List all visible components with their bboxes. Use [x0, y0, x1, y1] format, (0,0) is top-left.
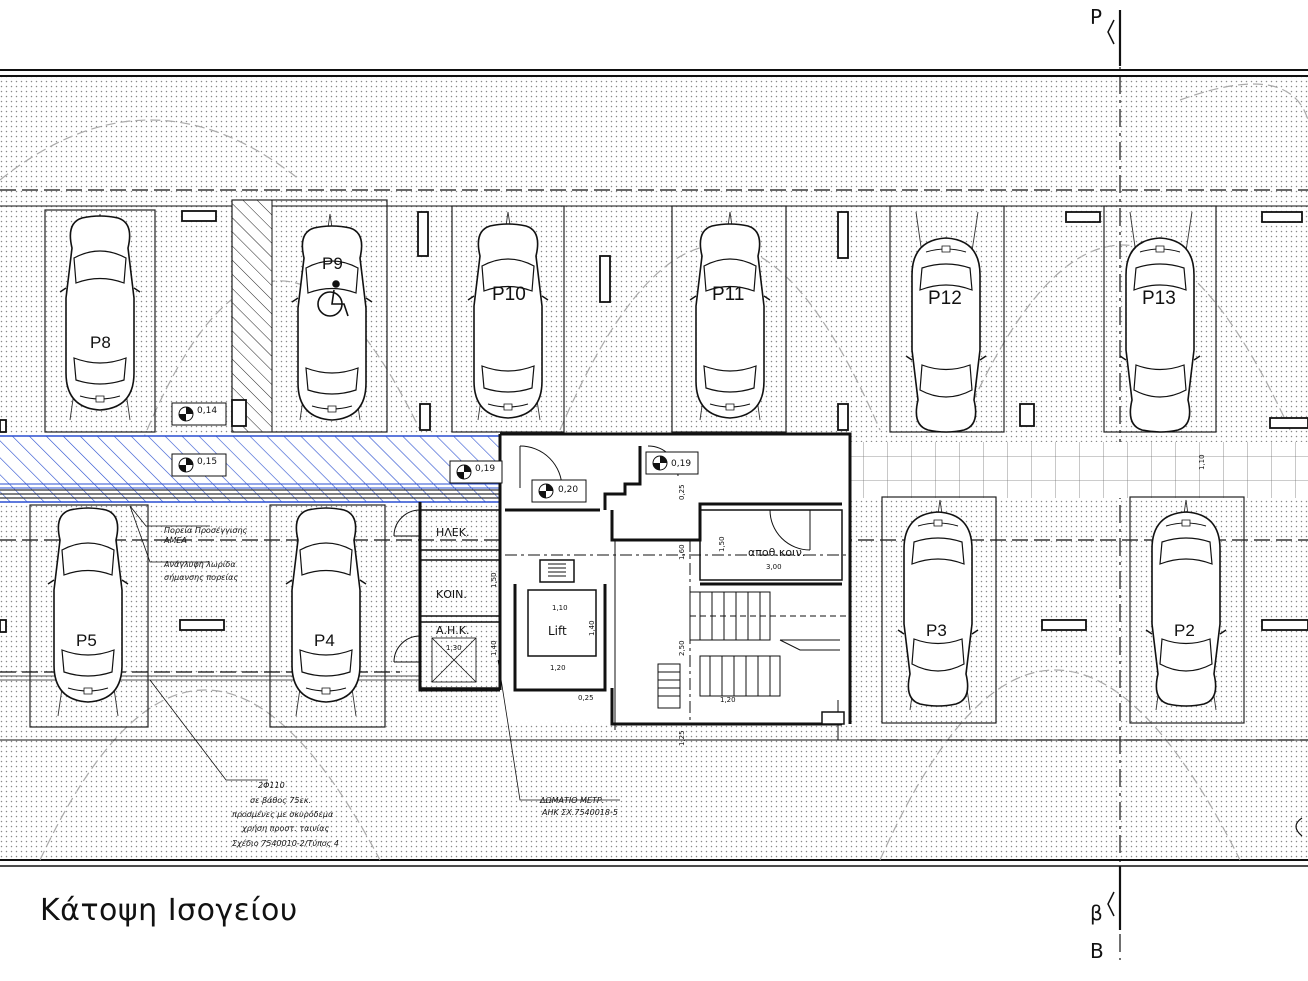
pipe-note-3: προσμένες με σκυρόδεμα — [232, 809, 334, 819]
route-note-2: ΑΜΕΑ — [163, 536, 187, 545]
dim: 1,50 — [490, 572, 498, 588]
room-label-elec: ΗΛΕΚ. — [436, 526, 469, 539]
dim: 1,10 — [1198, 454, 1206, 470]
level-marker: 0,15 — [171, 453, 227, 477]
level-value: 0,14 — [197, 406, 217, 416]
space-label-p8: P8 — [90, 333, 111, 352]
room-label-storage: αποθ.κοιν. — [748, 546, 805, 559]
section-mark-bottom-2: Β — [1090, 939, 1104, 963]
level-value: 0,19 — [671, 459, 691, 469]
level-value: 0,19 — [475, 464, 495, 474]
pipe-note-4: χρήση προστ. ταινίας — [241, 824, 330, 833]
dim-stair-h2: 2,50 — [678, 640, 686, 656]
level-value: 0,15 — [197, 457, 217, 467]
room-label-ahk: Α.Η.Κ. — [436, 624, 470, 637]
dim: 1,40 — [490, 640, 498, 656]
section-mark-bottom-1: β — [1090, 901, 1103, 925]
level-marker: 0,14 — [171, 402, 227, 426]
meter-note-1: ΔΩΜΑΤΙΟ ΜΕΤΡ. — [539, 796, 604, 805]
level-marker: 0,19 — [449, 460, 503, 484]
space-label-p10: P10 — [492, 284, 526, 305]
dim: 1,30 — [446, 644, 462, 652]
dim-stair-h1: 1,60 — [678, 544, 686, 560]
dim: 1,20 — [720, 696, 736, 704]
dim-lift-width: 1,10 — [552, 604, 568, 612]
dim-lift-base: 1,20 — [550, 664, 566, 672]
dim-lift-side: 1,40 — [588, 620, 596, 636]
route-note-1: Πορεία Προσέγγισης — [164, 525, 248, 535]
route-note-3: Ανάγλυφη λωρίδα — [163, 560, 236, 569]
dim: 0,25 — [678, 484, 686, 500]
level-marker: 0,20 — [531, 479, 587, 503]
room-label-lift: Lift — [548, 624, 567, 638]
wheelchair-icon — [317, 280, 349, 317]
dim: 1,25 — [678, 730, 686, 746]
level-marker: 0,19 — [645, 451, 699, 475]
space-label-p13: P13 — [1142, 288, 1176, 309]
meter-note-2: ΑΗΚ ΣΧ.7540018-5 — [541, 808, 618, 817]
space-label-p2: P2 — [1174, 621, 1195, 640]
dim-storage-w: 3,00 — [766, 563, 782, 571]
space-label-p3: P3 — [926, 621, 947, 640]
page-title: Κάτοψη Ισογείου — [40, 893, 298, 928]
dim-storage-h: 1,50 — [718, 536, 726, 552]
space-label-p11: P11 — [712, 284, 744, 305]
space-label-p9: P9 — [322, 254, 343, 273]
room-label-common: ΚΟΙΝ. — [436, 588, 467, 601]
dim: 0,25 — [578, 694, 594, 702]
level-value: 0,20 — [558, 485, 578, 495]
pipe-note-1: 2Φ110 — [258, 781, 285, 790]
space-label-p5: P5 — [76, 631, 97, 650]
pipe-note-5: Σχέδιο 7540010-2/Τύπος 4 — [232, 838, 339, 848]
space-label-p4: P4 — [314, 631, 335, 650]
section-mark-top: Ρ — [1090, 5, 1102, 29]
space-label-p12: P12 — [928, 288, 962, 309]
pipe-note-2: σε βάθος 75εκ. — [250, 796, 311, 805]
route-note-4: σήμανσης πορείας — [164, 573, 238, 582]
